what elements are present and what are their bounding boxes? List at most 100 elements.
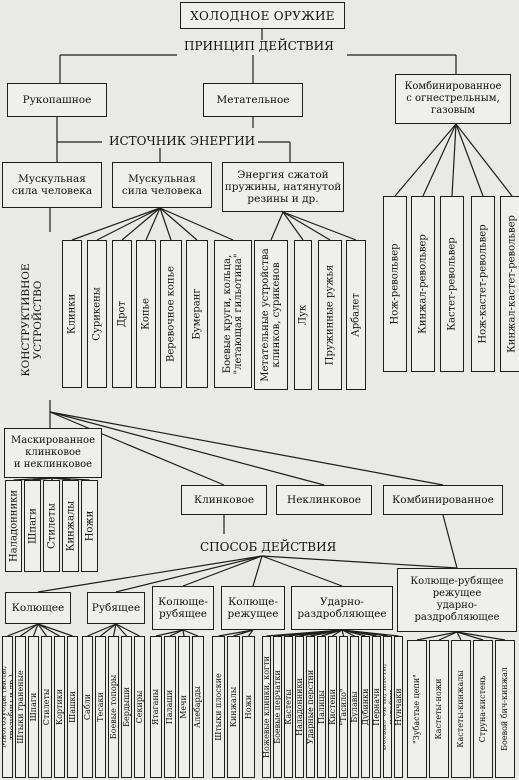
bottom-pierce_chop-1-label: Палаши [164, 689, 174, 725]
combined-item-3: Нож-кастет-револьвер [471, 196, 495, 372]
action-pierce-chop: Колюще- рубящее [152, 586, 214, 630]
bottom-all-3-label: Струна-кистень [477, 675, 487, 743]
bottom-chopping-4-label: Секиры [134, 690, 144, 724]
throwing-item-3-label: Копье [140, 298, 152, 330]
bottom-chopping-4: Секиры [134, 636, 145, 778]
masked-item-3-label: Кинжалы [65, 500, 76, 552]
action-connector-5 [261, 555, 458, 569]
connector-line [282, 211, 331, 241]
connector-line [115, 623, 127, 637]
connector-line [169, 629, 184, 637]
connector-line [159, 207, 198, 241]
bottom-piercing-2: Шпаги [28, 636, 39, 778]
bottom-chopping-2: Боевые топоры [108, 636, 119, 778]
bottom-chopping-3-label: Бердыши [121, 687, 131, 727]
action-connector-4 [261, 555, 343, 587]
bottom-all-0-label: "Зубастые цепи" [411, 674, 421, 744]
bottom-chopping-0: Сабли [82, 636, 93, 778]
masked-item-2-label: Стилеты [46, 503, 57, 549]
bottom-piercing-2-label: Шпаги [28, 692, 38, 722]
bottom-crushing-9-label: Дубинки [361, 688, 370, 726]
throwing-item-0-label: Клинки [66, 293, 78, 335]
connector-line [155, 629, 184, 637]
bottom-crushing-1: Боевые перчатки [273, 636, 282, 778]
connector-line [87, 623, 117, 637]
throwing-item-1-label: Сурикены [91, 287, 103, 341]
spring-item-1: Лук [294, 240, 312, 390]
action-piercing: Колющее [5, 592, 71, 624]
connector-line [159, 207, 234, 241]
bottom-piercing-0: Многозубцы (вилы, трезубцы и др.) [2, 636, 13, 778]
connector-line [37, 623, 47, 637]
bottom-pierce_cut-2: Ножи [242, 636, 255, 778]
bottom-crushing-4: Ударные перстни [306, 636, 315, 778]
bottom-piercing-5: Шашки [67, 636, 78, 778]
action-method-label: СПОСОБ ДЕЙСТВИЯ [197, 541, 340, 554]
type-blade: Клинковое [181, 485, 267, 515]
connector-line [451, 123, 457, 197]
bottom-piercing-1: Штыки граненые [15, 636, 26, 778]
connector-line [321, 629, 343, 637]
throwing-item-6: Боевые круги, кольца, "летающая гильотин… [214, 240, 252, 388]
bottom-pierce_chop-2: Мечи [178, 636, 190, 778]
bottom-crushing-8: Булавы [350, 636, 359, 778]
action-crushing: Ударно- раздробляющее [291, 586, 393, 630]
connector-line [100, 623, 117, 637]
bottom-all-2-label: Кастеты-кинжалы [455, 670, 465, 748]
combined-item-4: Кинжал-кастет-револьвер [500, 196, 519, 372]
connector-line [121, 207, 161, 241]
connector-line [49, 411, 444, 486]
masked-item-1-label: Шпаги [27, 508, 38, 544]
bottom-all-2: Кастеты-кинжалы [451, 640, 471, 778]
action-chopping: Рубящее [87, 592, 145, 624]
throwing-item-4-label: Веревочное копье [165, 266, 177, 362]
connector-line [51, 477, 54, 481]
connector-line [270, 211, 284, 241]
connector-line [233, 629, 254, 637]
throwing-item-5: Бумеранг [186, 240, 208, 388]
connector-line [422, 123, 457, 197]
connector-line [71, 207, 161, 241]
connector-line [52, 477, 90, 481]
connector-line [341, 629, 399, 637]
bottom-crushing-3: Наладонники [295, 636, 304, 778]
throwing-item-6-label: Боевые круги, кольца, "летающая гильотин… [222, 253, 244, 375]
spring-item-0: Метательные устройства клинков, сурикено… [254, 240, 288, 390]
bottom-piercing-1-label: Штыки граненые [15, 670, 25, 744]
connector-line [159, 207, 172, 241]
combined-item-1-label: Кинжал-револьвер [417, 234, 429, 334]
bottom-pierce_cut-0-label: Штыки плоские [213, 673, 223, 741]
throwing-item-4: Веревочное копье [160, 240, 182, 388]
category-melee: Рукопашное [7, 83, 107, 117]
bottom-chopping-0-label: Сабли [82, 693, 92, 721]
connector-line [438, 631, 458, 641]
bottom-crushing-5-label: Палицы [317, 690, 326, 724]
connector-line [455, 123, 484, 197]
bottom-piercing-4-label: Кортики [54, 688, 64, 726]
throwing-item-2: Дрот [112, 240, 132, 388]
masked-item-3: Кинжалы [62, 480, 79, 572]
bottom-crushing-12-label: Нунчаки [394, 688, 403, 726]
energy-spring: Энергия сжатой пружины, натянутой резины… [222, 162, 344, 212]
masked-item-4-label: Ножи [84, 510, 95, 542]
title-box: ХОЛОДНОЕ ОРУЖИЕ [180, 2, 345, 29]
principle-label: ПРИНЦИП ДЕЙСТВИЯ [181, 40, 337, 53]
bottom-all-0: "Зубастые цепи" [407, 640, 427, 778]
bottom-crushing-12: Нунчаки [394, 636, 403, 778]
bottom-pierce_chop-2-label: Мечи [178, 695, 188, 719]
connector-line [456, 631, 462, 641]
connector-line [145, 207, 161, 241]
category-combined: Комбинированное с огнестрельным, газовым [395, 74, 511, 124]
masked-item-0: Наладонники [5, 480, 22, 572]
bottom-all-1-label: Кастеты-ножи [433, 678, 443, 740]
connector-line [182, 629, 199, 637]
action-connector-1 [115, 555, 263, 593]
bottom-pierce_chop-0: Ятаганы [150, 636, 162, 778]
masked-item-2: Стилеты [43, 480, 60, 572]
bottom-all-4-label: Боевой бич-кинжал [499, 667, 509, 751]
combined-item-0-label: Нож-револьвер [389, 243, 401, 325]
bottom-crushing-10-label: Перначи [372, 688, 381, 726]
spring-item-2-label: Пружинные ружья [324, 264, 336, 366]
